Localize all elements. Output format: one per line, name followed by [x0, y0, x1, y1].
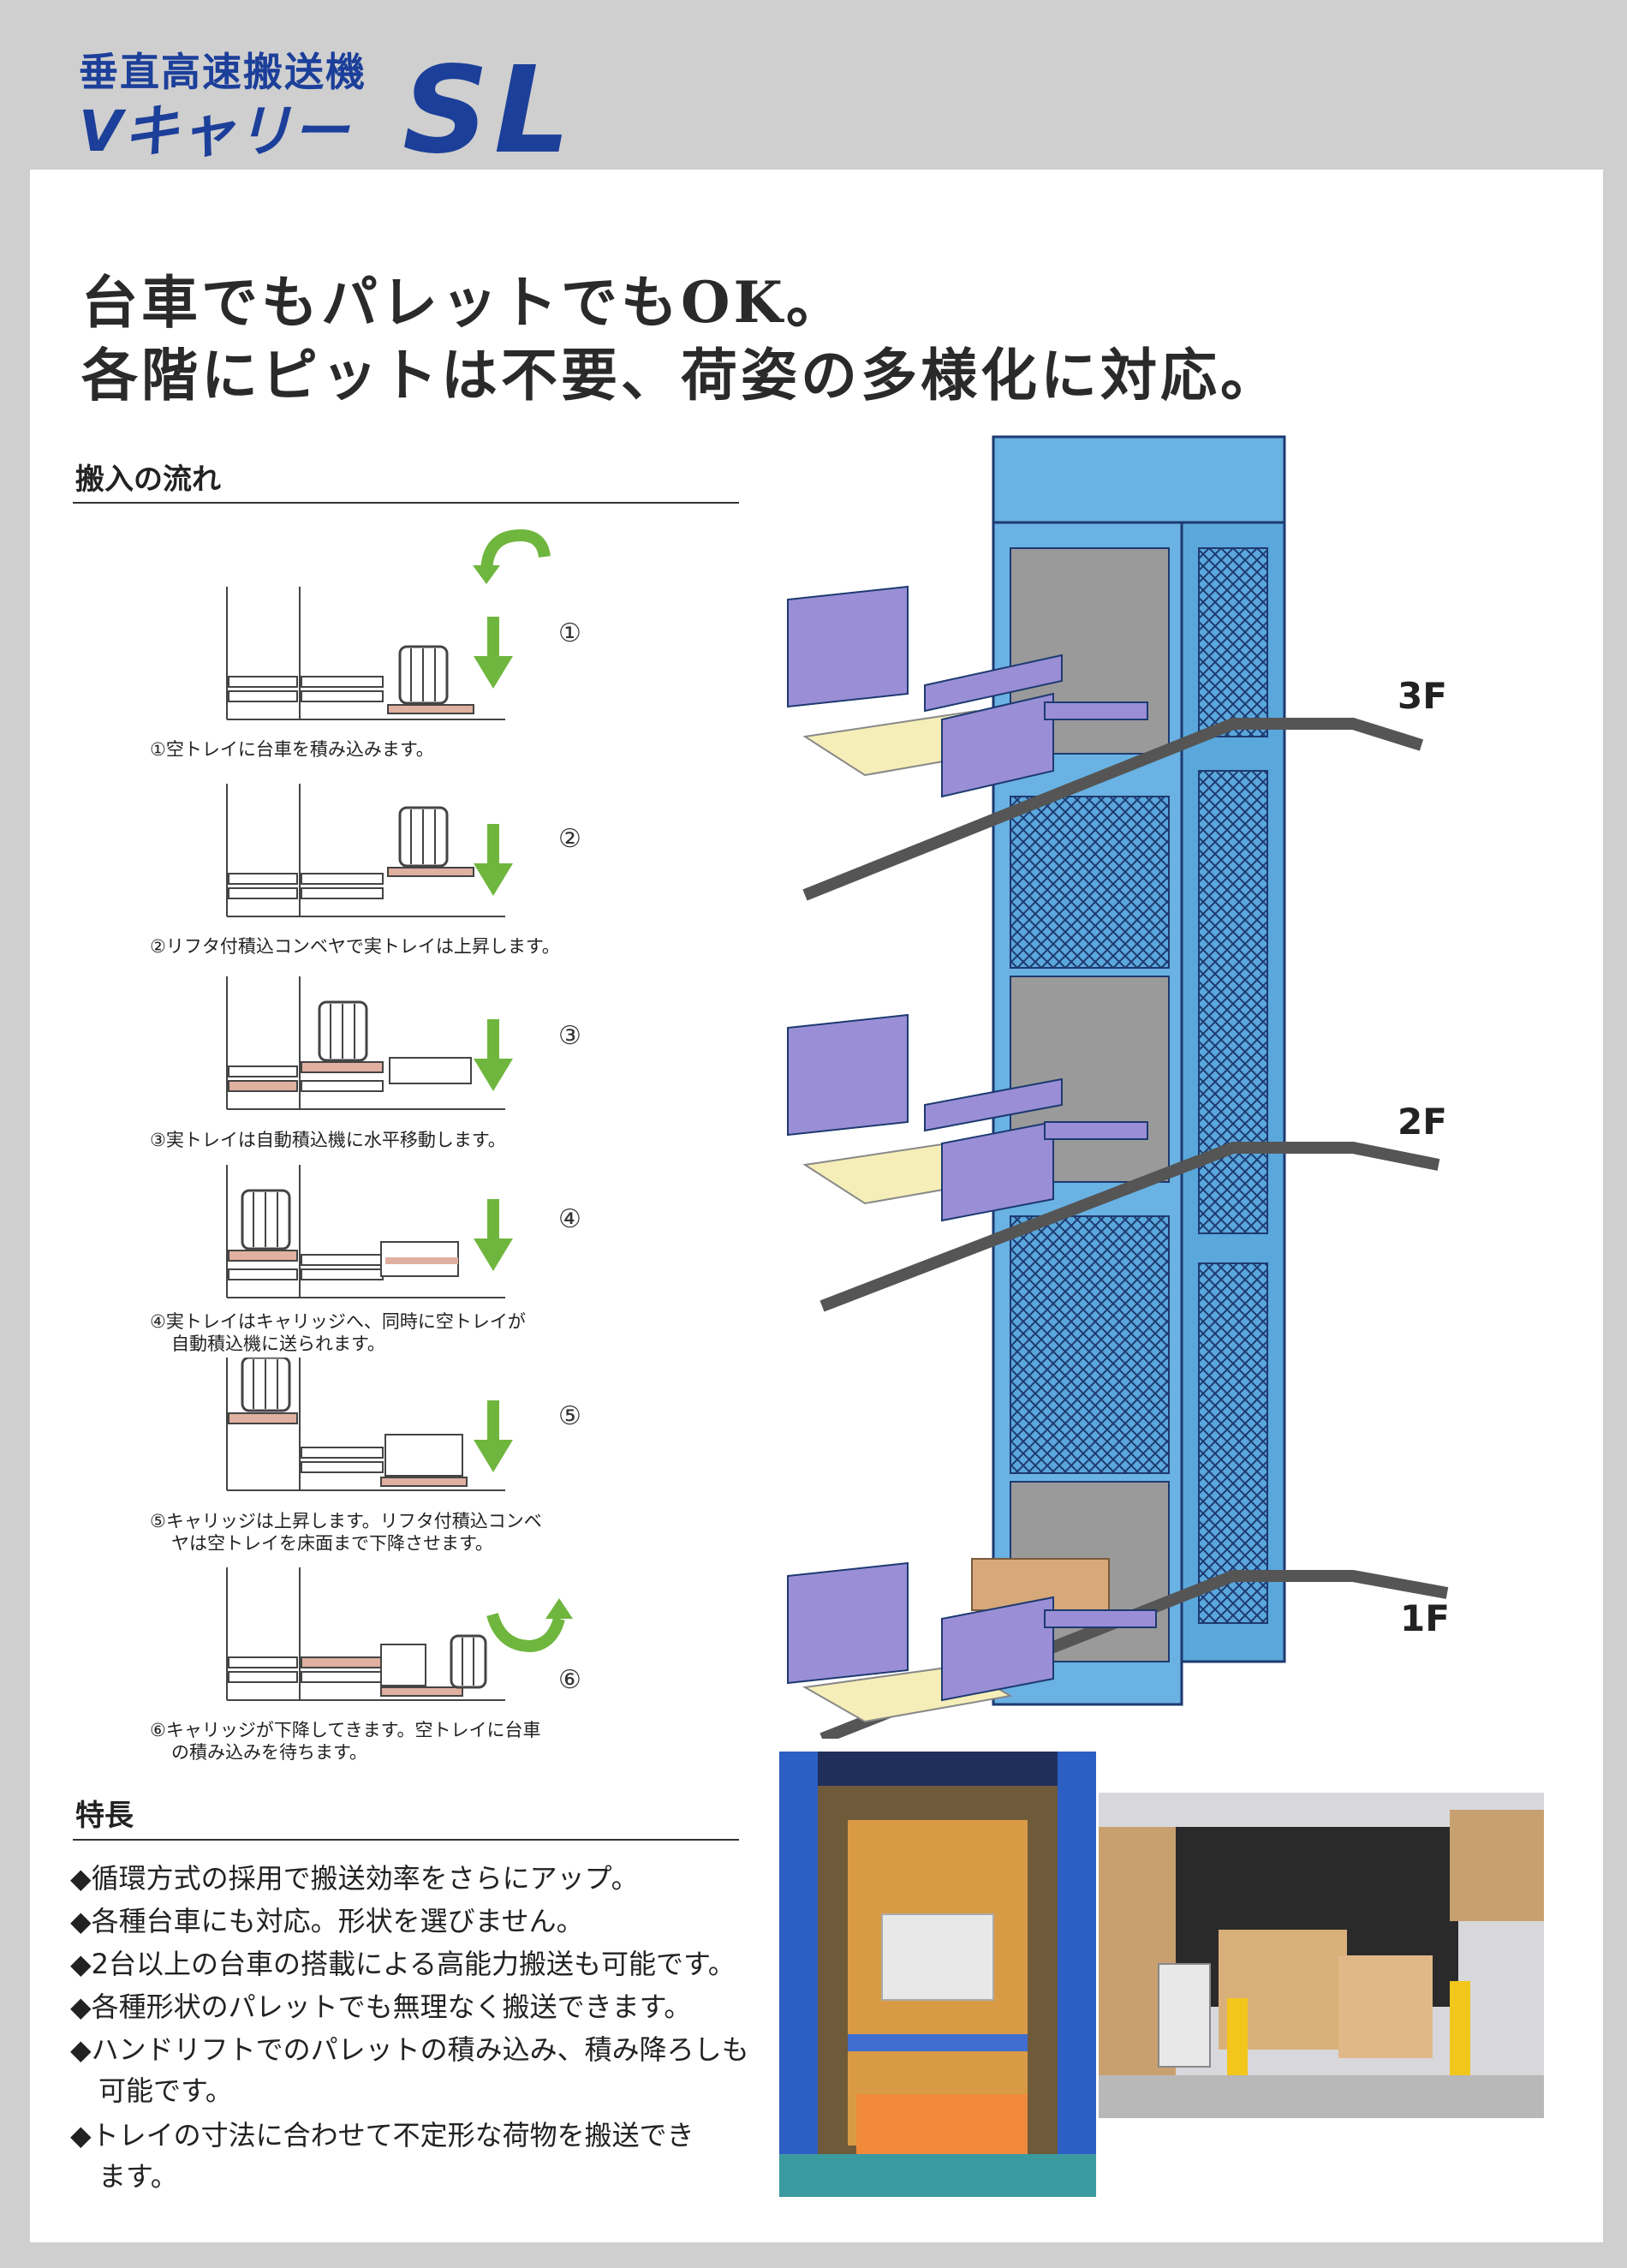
step-5-number: ⑤ [558, 1401, 581, 1431]
feature-item: ◆循環方式の採用で搬送効率をさらにアップ。 [70, 1862, 639, 1895]
features-title: 特長 [75, 1799, 134, 1833]
step-5-caption-line2: ヤは空トレイを床面まで下降させます。 [171, 1533, 493, 1554]
headline-line2: 各階にピットは不要、荷姿の多様化に対応。 [81, 342, 1280, 409]
vertical-conveyor-illustration [787, 435, 1449, 1739]
step-3-number: ③ [558, 1021, 581, 1051]
down-arrow-icon [474, 1199, 513, 1271]
step-3-caption: ③実トレイは自動積込機に水平移動します。 [150, 1130, 506, 1150]
step-6-diagram [226, 1567, 505, 1701]
rotate-arrow-icon [473, 528, 551, 584]
header-subtitle: 垂直高速搬送機 [79, 49, 367, 95]
feature-item: ◆2台以上の台車の搭載による高能力搬送も可能です。 [70, 1948, 736, 1980]
down-arrow-icon [474, 824, 513, 896]
headline-line1: 台車でもパレットでもOK。 [81, 269, 846, 336]
feature-item: ◆各種台車にも対応。形状を選びません。 [70, 1905, 584, 1937]
floor-label-2f: 2F [1398, 1101, 1447, 1143]
feature-item: ◆各種形状のパレットでも無理なく搬送できます。 [70, 1990, 692, 2023]
down-arrow-icon [474, 1019, 513, 1091]
feature-item-continued: 可能です。 [98, 2074, 233, 2107]
down-arrow-icon [474, 1400, 513, 1472]
feature-item-continued: ます。 [98, 2160, 178, 2193]
feature-item: ◆ハンドリフトでのパレットの積み込み、積み降ろしも [70, 2033, 749, 2066]
step-6-caption-line2: の積み込みを待ちます。 [171, 1742, 367, 1763]
step-4-caption-line1: ④実トレイはキャリッジへ、同時に空トレイが [150, 1311, 526, 1332]
machine-interior-photo [779, 1752, 1096, 2197]
step-6-number: ⑥ [558, 1665, 581, 1695]
features-rule [73, 1839, 739, 1841]
step-2-number: ② [558, 824, 581, 854]
step-4-caption-line2: 自動積込機に送られます。 [171, 1334, 385, 1354]
header-product-name: Vキャリー [79, 98, 349, 164]
rotate-arrow-icon [486, 1598, 573, 1653]
step-2-caption: ②リフタ付積込コンベヤで実トレイは上昇します。 [150, 936, 560, 957]
step-5-diagram [226, 1358, 505, 1491]
step-6-caption-line1: ⑥キャリッジが下降してきます。空トレイに台車 [150, 1720, 541, 1740]
feature-item: ◆トレイの寸法に合わせて不定形な荷物を搬送でき [70, 2119, 694, 2152]
step-5-caption-line1: ⑤キャリッジは上昇します。リフタ付積込コンベ [150, 1511, 542, 1531]
flow-title: 搬入の流れ [75, 463, 221, 497]
flow-rule [73, 502, 739, 504]
step-4-diagram [226, 1165, 505, 1298]
step-3-diagram [226, 976, 505, 1110]
header-model: SL [402, 41, 576, 181]
warehouse-photo [1099, 1793, 1544, 2118]
step-1-caption: ①空トレイに台車を積み込みます。 [150, 739, 434, 760]
step-2-diagram [226, 784, 505, 917]
down-arrow-icon [474, 617, 513, 689]
floor-label-3f: 3F [1398, 675, 1447, 717]
floor-label-1f: 1F [1400, 1597, 1450, 1639]
step-4-number: ④ [558, 1204, 581, 1234]
step-1-diagram [226, 587, 505, 720]
step-1-number: ① [558, 618, 581, 648]
